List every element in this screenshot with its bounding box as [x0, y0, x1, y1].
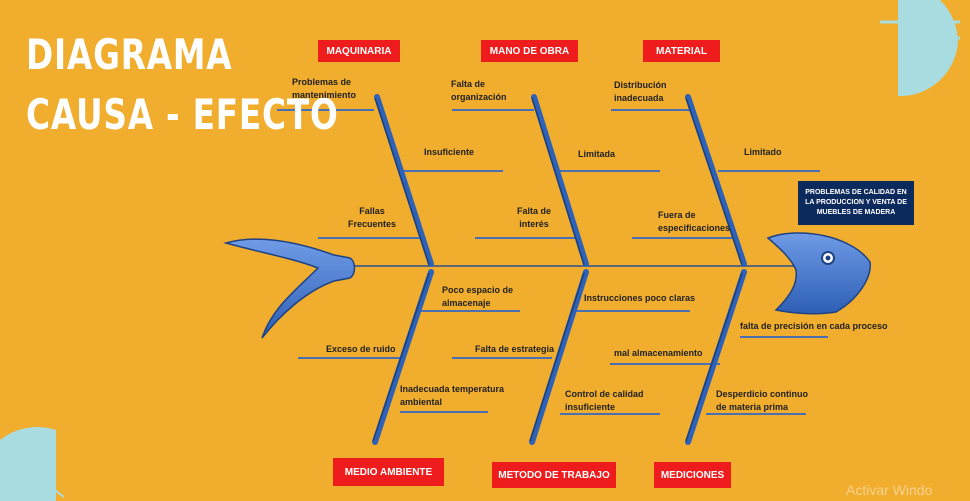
effect-box: PROBLEMAS DE CALIDAD EN LA PRODUCCION Y … [798, 181, 914, 225]
cause-label: Poco espacio de almacenaje [442, 285, 514, 308]
category-mano-de-obra: MANO DE OBRA [481, 40, 578, 62]
category-medio-ambiente: MEDIO AMBIENTE [333, 458, 444, 486]
cause-label: mal almacenamiento [614, 348, 703, 358]
cause-label: Inadecuada temperatura ambiental [400, 384, 505, 407]
cause-label: Fuera de especificaciones [658, 210, 731, 233]
corner-shape-bottom-left [0, 427, 56, 501]
cause-label: Insuficiente [424, 147, 475, 157]
zigzag-decoration [0, 489, 65, 499]
cause-label: Falta de organización [451, 79, 507, 102]
cause-label: Problemas de mantenimiento [292, 77, 357, 100]
category-material: MATERIAL [643, 40, 720, 62]
cause-label: Control de calidad insuficiente [565, 389, 644, 412]
lower-bones [372, 269, 747, 445]
category-maquinaria: MAQUINARIA [318, 40, 400, 62]
cause-label: Instrucciones poco claras [584, 293, 696, 303]
diagram-title-line-1: DIAGRAMA [26, 30, 233, 79]
category-metodo-de-trabajo: METODO DE TRABAJO [492, 462, 616, 488]
cause-label: falta de precisión en cada proceso [740, 321, 888, 331]
fish-head [766, 232, 871, 315]
cause-label: Exceso de ruido [326, 344, 396, 354]
cause-label: Distribución inadecuada [614, 80, 667, 103]
cause-label: Limitada [578, 149, 616, 159]
category-mediciones: MEDICIONES [654, 462, 731, 488]
diagram-title-line-2: CAUSA - EFECTO [26, 90, 339, 139]
fish-tail [223, 238, 356, 339]
cause-lines [277, 109, 828, 415]
cause-label: Desperdicio continuo de materia prima [716, 389, 809, 412]
activation-watermark: Activar Windo [846, 482, 933, 498]
corner-shape-top-right [898, 0, 958, 97]
upper-bones [374, 94, 747, 267]
cause-label: Falta de estrategia [475, 344, 555, 354]
cause-label: Fallas Frecuentes [348, 206, 397, 229]
cause-label: Falta de interés [517, 206, 552, 229]
cause-label: Limitado [744, 147, 782, 157]
